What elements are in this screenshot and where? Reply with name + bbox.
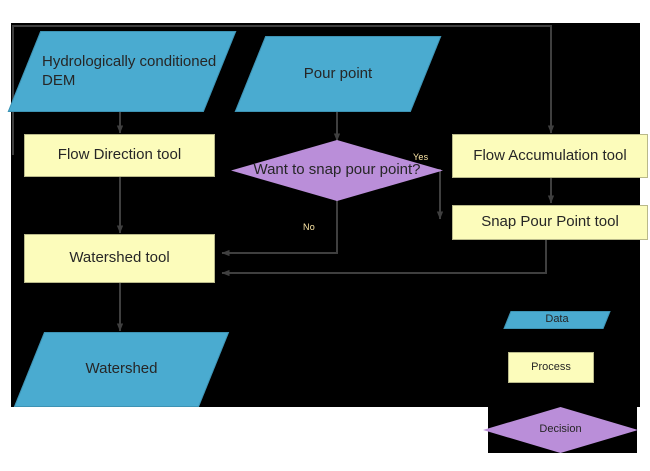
- node-watershed-tool[interactable]: Watershed tool: [24, 234, 215, 283]
- node-hydrologically-conditioned-dem[interactable]: Hydrologically conditioned DEM: [7, 31, 237, 112]
- legend-label-data: Data: [545, 313, 569, 326]
- node-flow-direction-tool[interactable]: Flow Direction tool: [24, 134, 215, 177]
- node-pour-point[interactable]: Pour point: [234, 36, 442, 112]
- node-decision-want-to-snap-pour-point[interactable]: Want to snap pour point?: [231, 140, 443, 201]
- node-snap-pour-point-tool[interactable]: Snap Pour Point tool: [452, 205, 648, 240]
- legend-item-decision: Decision: [483, 407, 638, 453]
- node-watershed[interactable]: Watershed: [13, 332, 230, 407]
- node-label: Pour point: [303, 64, 373, 82]
- branch-label-yes: Yes: [413, 152, 429, 162]
- branch-label-no: No: [303, 222, 315, 232]
- legend-item-process: Process: [508, 352, 594, 383]
- node-flow-accumulation-tool[interactable]: Flow Accumulation tool: [452, 134, 648, 178]
- node-label: Watershed: [85, 360, 158, 378]
- legend-label-decision: Decision: [539, 423, 582, 436]
- legend-item-data: Data: [503, 311, 611, 329]
- node-label: Hydrologically conditioned DEM: [42, 53, 217, 89]
- node-label: Want to snap pour point?: [253, 161, 421, 179]
